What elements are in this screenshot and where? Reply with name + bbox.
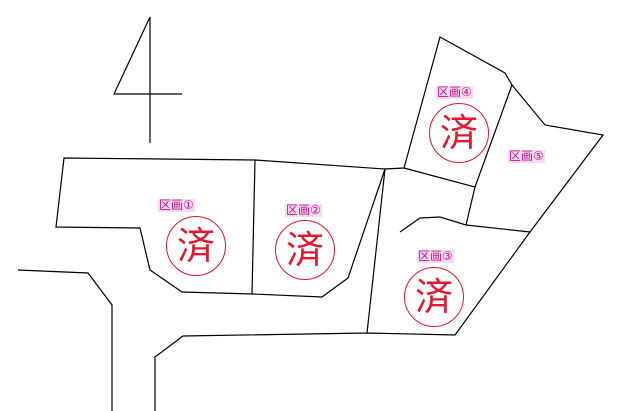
lot-label-4: 区画④: [436, 85, 473, 99]
lot-label-5: 区画⑤: [508, 149, 545, 163]
lot-label-3: 区画③: [417, 249, 454, 263]
lot-boundary-1-2: [55, 157, 386, 298]
lot-divider-1-2: [251, 159, 256, 295]
sold-stamp-2: 済: [275, 220, 335, 280]
road-left: [17, 269, 113, 411]
sold-stamp-1: 済: [166, 216, 226, 276]
sold-stamp-3: 済: [404, 267, 464, 327]
lot-label-2: 区画②: [285, 203, 322, 217]
lot-3-top: [399, 216, 531, 233]
lot-label-1: 区画①: [158, 198, 195, 212]
sold-stamp-4: 済: [429, 103, 489, 163]
road-bottom: [154, 36, 605, 411]
lot-4-5-divider: [474, 84, 513, 188]
north-arrow-icon: [113, 16, 182, 143]
